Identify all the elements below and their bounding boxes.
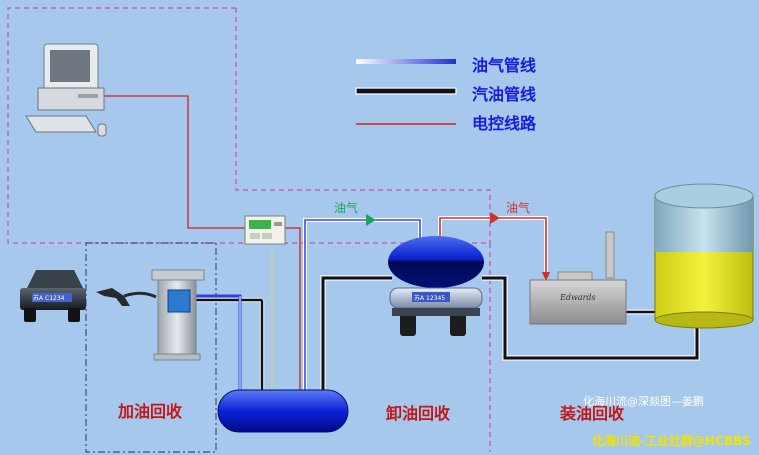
gasoline-lines bbox=[196, 275, 700, 392]
control-zone-boundary bbox=[7, 7, 491, 452]
controller-icon bbox=[244, 215, 286, 245]
underground-tank-icon bbox=[217, 389, 349, 433]
legend-vapor-line bbox=[356, 59, 456, 64]
unit-brand: Edwards bbox=[560, 293, 596, 302]
storage-tank-icon bbox=[654, 183, 754, 329]
car-plate: 苏A C1234 bbox=[33, 295, 65, 302]
tanker-plate: 苏A 12345 bbox=[414, 295, 446, 302]
watermark-community: 化海川流-工业社群@HCBBS bbox=[592, 434, 751, 448]
legend-control-label: 电控线路 bbox=[472, 114, 537, 133]
refuel-zone-boundary bbox=[85, 242, 217, 453]
dispenser-icon bbox=[151, 269, 205, 361]
vapor-flow-label-left: 油气 bbox=[334, 201, 359, 215]
zone-refuel-label: 加油回收 bbox=[118, 402, 183, 421]
control-lines bbox=[98, 95, 301, 392]
legend-gasoline-line bbox=[355, 87, 457, 95]
vapor-recovery-unit-icon bbox=[529, 231, 627, 325]
legend-gasoline-label: 汽油管线 bbox=[472, 85, 537, 104]
watermark-author: 化海川流@深燚图—姜鹏 bbox=[583, 395, 704, 408]
car-icon bbox=[20, 270, 86, 322]
zone-load-label: 装油回收 bbox=[560, 404, 625, 423]
tanker-truck-icon bbox=[388, 236, 484, 336]
vapor-flow-label-right: 油气 bbox=[506, 201, 531, 215]
zone-unload-label: 卸油回收 bbox=[386, 404, 451, 423]
legend-vapor-label: 油气管线 bbox=[472, 56, 537, 75]
fuel-nozzle-icon bbox=[96, 288, 157, 306]
station-zone-boundary bbox=[235, 8, 491, 243]
legend-lines bbox=[355, 59, 457, 125]
computer-icon bbox=[25, 43, 107, 137]
